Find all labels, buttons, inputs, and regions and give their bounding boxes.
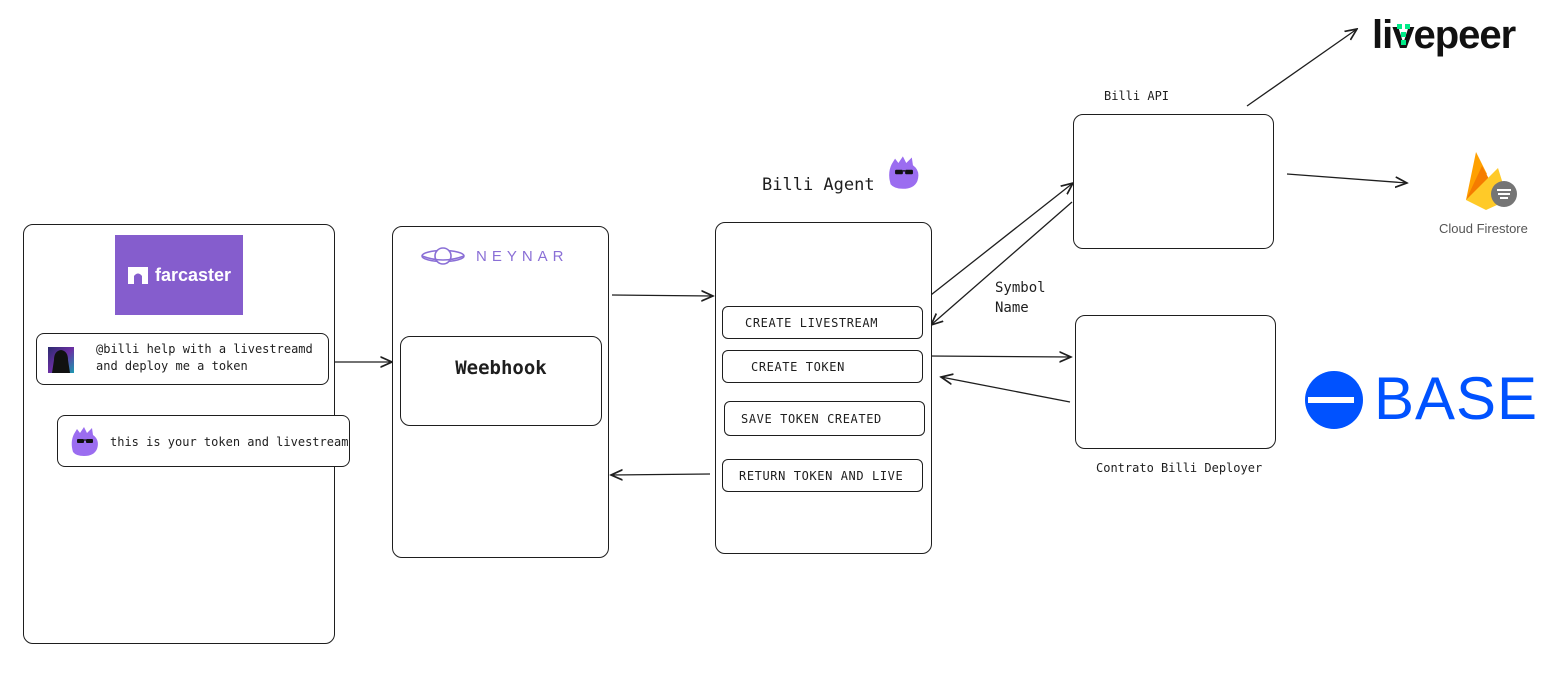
arrow-api-to-livepeer: [1246, 29, 1357, 107]
base-circle-icon: [1305, 371, 1363, 429]
arrow-agent-to-neynar: [611, 474, 711, 475]
contract-box: [1075, 315, 1276, 449]
hooded-figure-icon: [52, 350, 70, 373]
farcaster-arch-icon: [127, 267, 148, 284]
user-message-card: [36, 333, 329, 385]
neynar-logo: NEYNAR: [420, 243, 569, 269]
step-save-token-created[interactable]: SAVE TOKEN CREATED: [724, 401, 925, 436]
webhook-label: Weebhook: [455, 357, 547, 379]
livepeer-logo-text: livepeer: [1372, 12, 1516, 57]
bot-reply-card: [57, 415, 350, 467]
api-title: Billi API: [1104, 89, 1170, 103]
arrow-agent-to-api: [921, 183, 1073, 303]
arrow-api-to-agent: [931, 201, 1073, 325]
arrow-api-to-firestore: [1286, 173, 1407, 183]
api-param-name: Name: [995, 300, 1029, 316]
api-param-symbol: Symbol: [995, 280, 1046, 296]
arrow-contract-to-agent: [941, 377, 1071, 403]
step-return-token-and-live[interactable]: RETURN TOKEN AND LIVE: [722, 459, 923, 492]
firebase-flame-icon: [1466, 152, 1517, 210]
agent-title: Billi Agent: [762, 175, 875, 195]
billi-mascot-icon: [71, 427, 98, 456]
webhook-box: [400, 336, 602, 426]
planet-icon: [421, 247, 465, 265]
base-logo-text: BASE: [1374, 365, 1539, 432]
user-message-text: @billi help with a livestreamd and deplo…: [96, 342, 313, 373]
arrow-agent-to-contract: [927, 356, 1071, 357]
farcaster-logo-text: farcaster: [154, 264, 232, 285]
contract-title: Contrato Billi Deployer: [1096, 461, 1263, 475]
step-create-token[interactable]: CREATE TOKEN: [722, 350, 923, 383]
agent-panel: [715, 222, 932, 554]
billi-mascot-avatar: [68, 424, 102, 458]
neynar-logo-text: NEYNAR: [476, 247, 569, 265]
livepeer-dots-icon: [1397, 24, 1410, 45]
step-create-livestream[interactable]: CREATE LIVESTREAM: [722, 306, 923, 339]
arrow-neynar-to-agent: [611, 295, 713, 296]
firestore-label: Cloud Firestore: [1439, 221, 1528, 236]
bot-reply-text: this is your token and livestream: [110, 435, 349, 449]
api-box: [1073, 114, 1274, 249]
livepeer-logo: livepeer: [1372, 10, 1516, 60]
farcaster-logo: farcaster: [115, 235, 243, 315]
user-avatar: [48, 347, 74, 373]
agent-mascot: [885, 152, 923, 192]
billi-mascot-icon: [889, 156, 919, 189]
